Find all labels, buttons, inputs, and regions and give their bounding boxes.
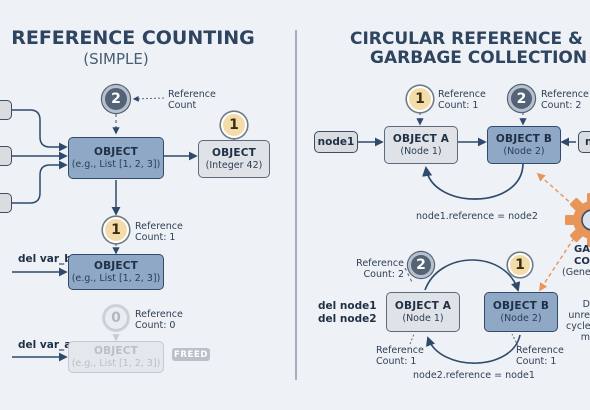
- gc-subtitle: (Gener: [562, 267, 590, 278]
- object-main: OBJECT (e.g., List [1, 2, 3]): [68, 137, 164, 179]
- cycle-arc-lower: [426, 334, 521, 364]
- note-link-ba: [409, 333, 415, 345]
- left-panel-title: REFERENCE COUNTING: [11, 27, 255, 49]
- cycle-arc-top: [422, 163, 524, 200]
- object-b: OBJECT B (Node 2): [487, 126, 561, 164]
- ref-count-badge-2: 2: [102, 85, 130, 113]
- object-after-del-b: OBJECT (e.g., List [1, 2, 3]): [68, 254, 164, 290]
- object-integer: OBJECT (Integer 42): [198, 140, 270, 178]
- gc-link-bottom: [539, 237, 575, 292]
- variable-node1: node1: [314, 131, 358, 153]
- left-panel-subtitle: (SIMPLE): [83, 50, 149, 68]
- badge-link-la: [404, 267, 413, 283]
- del-var-a-command: del var_a: [18, 339, 72, 351]
- lower-ref-badge-a: 2: [408, 252, 434, 278]
- gc-title: GARCOLL: [574, 244, 590, 267]
- ref-count-badge-zero: 0: [103, 305, 129, 331]
- top-cycle-label: node1.reference = node2: [416, 211, 538, 222]
- object-a: OBJECT A (Node 1): [384, 126, 458, 164]
- right-panel-title: CIRCULAR REFERENCE & GARBAGE COLLECTION: [350, 29, 588, 69]
- gc-link-top: [536, 172, 575, 207]
- gc-description: D unre cycle m: [566, 299, 590, 343]
- variable-box-2: [0, 146, 12, 166]
- cycle-arc-upper: [424, 259, 521, 292]
- variable-node2: n: [578, 131, 590, 153]
- lower-ref-badge-b: 1: [508, 253, 532, 277]
- gear-icon: [565, 193, 590, 247]
- ref-count-badge-mid: 1: [103, 217, 129, 243]
- note-pointer: [132, 95, 165, 102]
- object-freed: OBJECT (e.g., List [1, 2, 3]): [68, 341, 164, 373]
- variable-box-1: [0, 100, 12, 120]
- del-var-b-command: del var_b: [18, 253, 72, 265]
- freed-badge: FREED: [172, 348, 210, 361]
- bottom-cycle-label: node2.reference = node1: [413, 370, 535, 381]
- ref-count-badge-b: 2: [508, 85, 535, 112]
- ref-arrow-var3: [12, 160, 68, 204]
- lower-object-a: OBJECT A (Node 1): [386, 292, 460, 332]
- ref-arrow-var1: [12, 109, 68, 152]
- ref-count-badge-int: 1: [221, 112, 247, 138]
- lower-object-b: OBJECT B (Node 2): [484, 292, 558, 332]
- ref-count-badge-a: 1: [407, 86, 433, 112]
- variable-box-3: [0, 193, 12, 213]
